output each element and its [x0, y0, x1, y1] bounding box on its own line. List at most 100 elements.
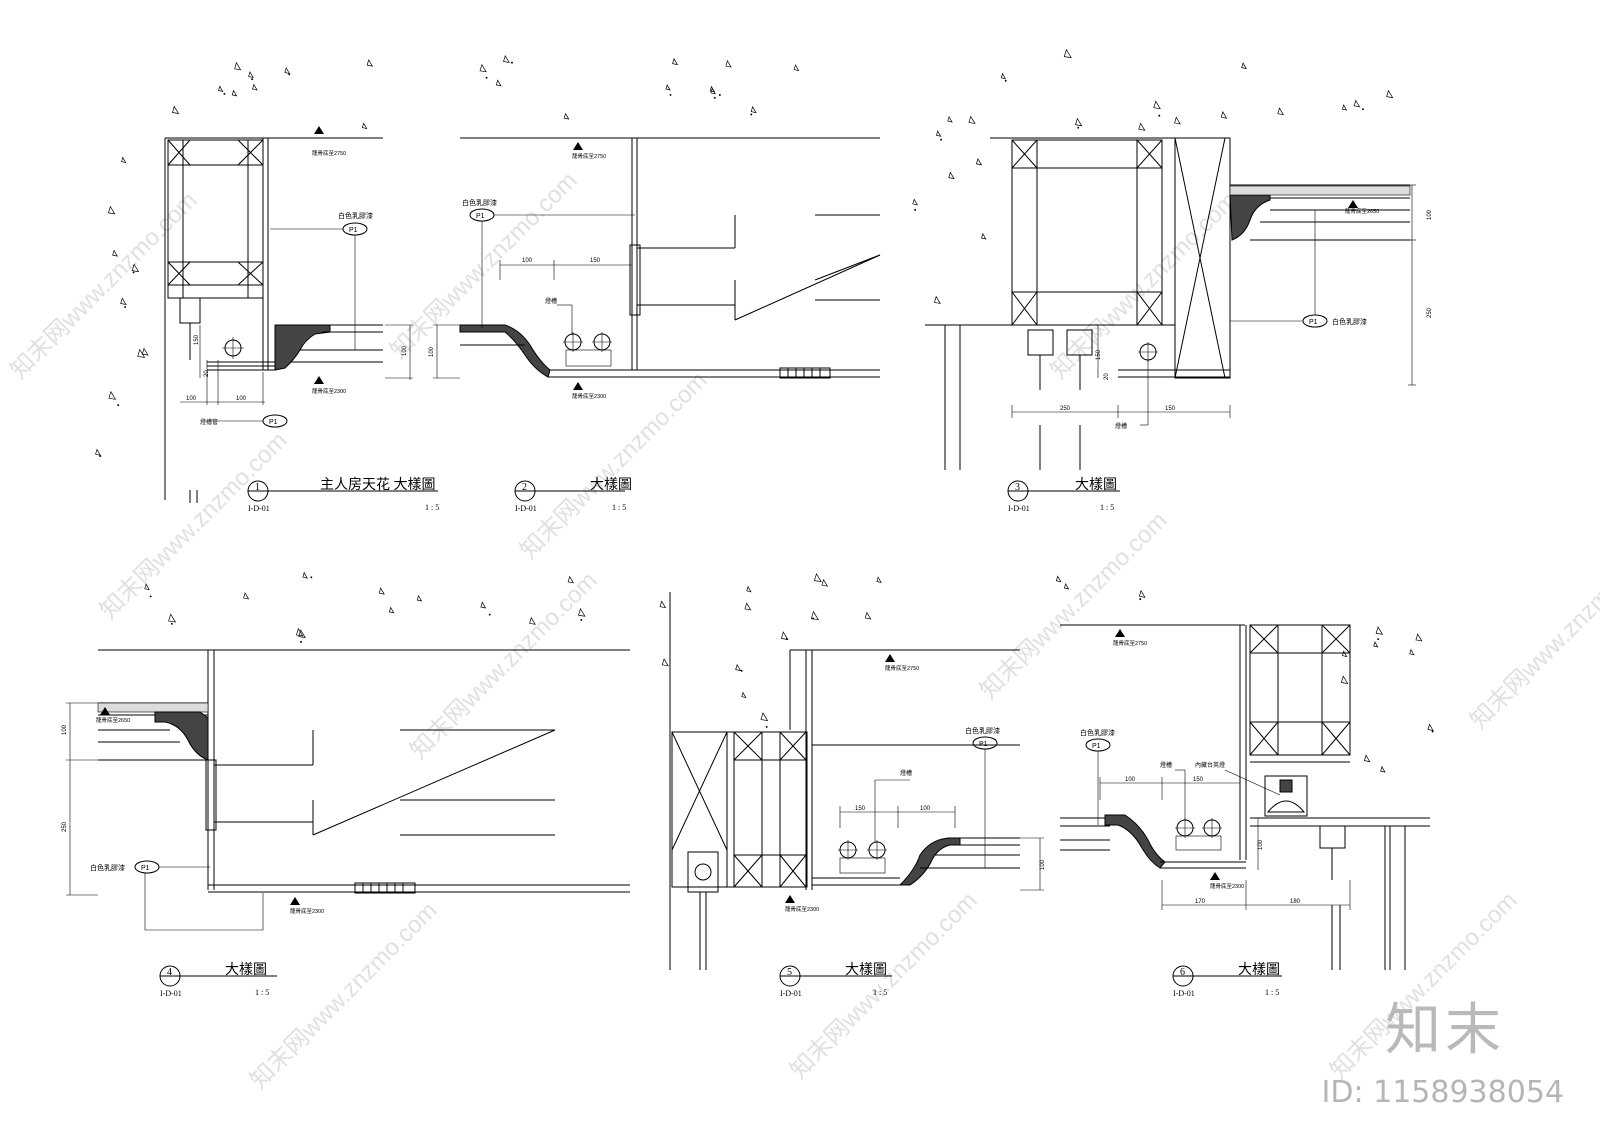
aggregate-dot: [713, 96, 716, 99]
dim-label: 150: [1193, 777, 1204, 783]
aggregate-mark: [563, 112, 570, 120]
dim-label: 250: [1060, 406, 1071, 412]
aggregate-mark: [672, 57, 679, 66]
detail-title-block: 1 I-D-01 主人房天花 大樣圖 1 : 5: [247, 476, 439, 513]
aggregate-dot: [785, 638, 788, 640]
aggregate-dot: [485, 76, 488, 79]
detail-number: 3: [1015, 482, 1020, 493]
aggregate-mark: [231, 89, 238, 97]
aggregate-mark: [137, 348, 146, 358]
watermark-text: 知末网www.znzmo.com: [515, 367, 712, 564]
aggregate-mark: [975, 157, 983, 166]
aggregate-mark: [1427, 723, 1434, 731]
detail-title-block: 6 I-D-01 大樣圖 1 : 5: [1172, 961, 1282, 998]
aggregate-mark: [968, 115, 976, 124]
aggregate-mark: [981, 232, 987, 240]
sheet-ref: I-D-01: [1173, 989, 1195, 998]
detail-title: 大樣圖: [590, 476, 632, 493]
aggregate-mark: [746, 585, 752, 593]
dim-label: 150: [590, 258, 601, 264]
aggregate-mark: [725, 59, 732, 68]
aggregate-mark: [780, 631, 789, 640]
detail-scale: 1 : 5: [612, 503, 626, 512]
dim-label: 250: [62, 821, 68, 832]
aggregate-dot: [117, 404, 120, 407]
detail-title: 大樣圖: [225, 961, 267, 978]
detail-title: 大樣圖: [1238, 961, 1280, 978]
aggregate-mark: [1153, 100, 1161, 110]
aggregate-mark: [1373, 641, 1379, 648]
sheet-ref: I-D-01: [780, 989, 802, 998]
aggregate-mark: [168, 613, 177, 623]
aggregate-dot: [1139, 598, 1142, 601]
detail-scale: 1 : 5: [425, 503, 439, 512]
aggregate-mark: [388, 606, 395, 614]
paint-label: 白色乳膠漆: [462, 198, 497, 207]
aggregate-mark: [284, 67, 291, 74]
paint-label: 白色乳膠漆: [1332, 317, 1367, 326]
aggregate-mark: [95, 448, 101, 456]
dim-label: 100: [236, 396, 247, 402]
detail-title-block: 5 I-D-01 大樣圖 1 : 5: [779, 961, 892, 998]
finish-tag: P1: [1309, 319, 1318, 326]
aggregate-mark: [295, 627, 304, 637]
aggregate-mark: [252, 83, 258, 91]
dim-label: 180: [1290, 899, 1301, 905]
level-marker-icon: [573, 382, 583, 390]
aggregate-mark: [821, 578, 829, 587]
dim-label: 100: [920, 806, 931, 812]
aggregate-mark: [933, 295, 941, 304]
aggregate-mark: [298, 629, 306, 638]
aggregate-mark: [1138, 122, 1146, 131]
aggregate-mark: [121, 156, 127, 164]
aggregate-dot: [1431, 730, 1434, 733]
dim-label: 100: [402, 345, 408, 356]
aggregate-mark: [366, 59, 374, 67]
aggregate-mark: [1353, 99, 1361, 108]
aggregate-mark: [248, 71, 254, 78]
aggregate-mark: [108, 390, 117, 400]
sheet-ref: I-D-01: [248, 504, 270, 513]
aggregate-dot: [1377, 638, 1380, 641]
detail-title-block: 3 I-D-01 大樣圖 1 : 5: [1007, 476, 1120, 513]
aggregate-dot: [812, 617, 814, 620]
finish-tag: P1: [141, 865, 150, 872]
aggregate-mark: [1000, 72, 1007, 80]
aggregate-mark: [480, 601, 487, 609]
aggregate-mark: [1055, 575, 1062, 583]
dim-label: 100: [1125, 777, 1136, 783]
watermark-layer: 知末网www.znzmo.com 知末网www.znzmo.com 知末网www…: [5, 167, 1600, 1094]
level-marker-icon: [885, 654, 895, 662]
dim-label: 100: [62, 724, 68, 735]
aggregate-mark: [735, 663, 742, 672]
dim-label: 100: [1258, 839, 1264, 850]
aggregate-mark: [741, 691, 747, 699]
aggregate-mark: [1415, 633, 1423, 642]
dim-label: 150: [1165, 406, 1176, 412]
aggregate-mark: [936, 130, 942, 137]
watermark-text: 知末网www.znzmo.com: [245, 897, 442, 1094]
aggregate-dot: [299, 640, 302, 643]
aggregate-mark: [503, 54, 510, 63]
aggregate-mark: [141, 347, 149, 356]
aggregate-mark: [361, 122, 368, 130]
watermark-text: 知末网www.znzmo.com: [975, 507, 1172, 704]
concrete-hatch: [95, 48, 1434, 773]
sheet-ref: I-D-01: [160, 989, 182, 998]
aggregate-mark: [172, 105, 180, 114]
aggregate-dot: [99, 455, 102, 458]
aggregate-mark: [495, 79, 502, 87]
aggregate-mark: [1375, 626, 1384, 635]
dim-label: 170: [1195, 899, 1206, 905]
detail-scale: 1 : 5: [873, 988, 887, 997]
level-marker-icon: [314, 376, 324, 384]
aggregate-mark: [947, 115, 953, 123]
aggregate-mark: [1340, 675, 1349, 684]
detail-title-block: 2 I-D-01 大樣圖 1 : 5: [514, 476, 632, 513]
aggregate-mark: [567, 575, 575, 584]
dim-label: 100: [1040, 859, 1046, 870]
level-marker-icon: [314, 126, 324, 134]
aggregate-dot: [132, 271, 135, 274]
note-label: 燈槽: [1160, 761, 1172, 769]
